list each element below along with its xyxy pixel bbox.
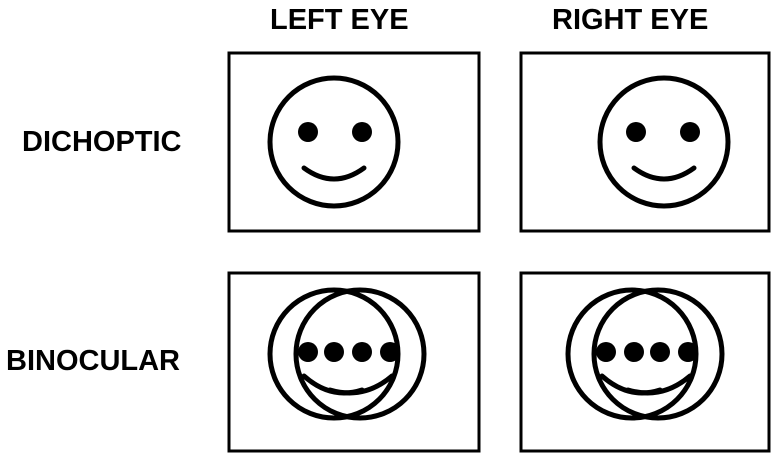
smiley-face (597, 75, 731, 209)
overlapping-smileys (267, 287, 427, 421)
eye-dot-2 (624, 342, 644, 362)
left-eye-dot (626, 122, 646, 142)
right-eye-dot (352, 122, 372, 142)
eye-dot-4 (380, 342, 400, 362)
face-outline (267, 75, 401, 209)
eye-dot-3 (352, 342, 372, 362)
face-outline-right (591, 287, 725, 421)
eye-dot-1 (596, 342, 616, 362)
panel-dichoptic-right-eye (519, 51, 771, 233)
right-eye-dot (680, 122, 700, 142)
panel-frame (519, 271, 771, 453)
smiley-face (267, 75, 401, 209)
panel-dichoptic-left-eye (227, 51, 481, 233)
face-outline-right (293, 287, 427, 421)
row-header-binocular: BINOCULAR (6, 345, 180, 377)
overlapping-smileys (565, 287, 725, 421)
eye-dot-2 (324, 342, 344, 362)
column-header-right-eye: RIGHT EYE (552, 4, 709, 36)
smile-mouth-right (327, 373, 395, 396)
smile-mouth (301, 165, 367, 182)
panel-binocular-left-eye (227, 271, 481, 453)
face-outline (597, 75, 731, 209)
panel-frame (227, 271, 481, 453)
column-header-left-eye: LEFT EYE (270, 4, 409, 36)
smile-mouth-right (625, 373, 693, 396)
eye-dot-4 (678, 342, 698, 362)
panel-binocular-right-eye (519, 271, 771, 453)
left-eye-dot (298, 122, 318, 142)
eye-dot-1 (298, 342, 318, 362)
smile-mouth (631, 165, 697, 182)
row-header-dichoptic: DICHOPTIC (22, 126, 182, 158)
eye-dot-3 (650, 342, 670, 362)
